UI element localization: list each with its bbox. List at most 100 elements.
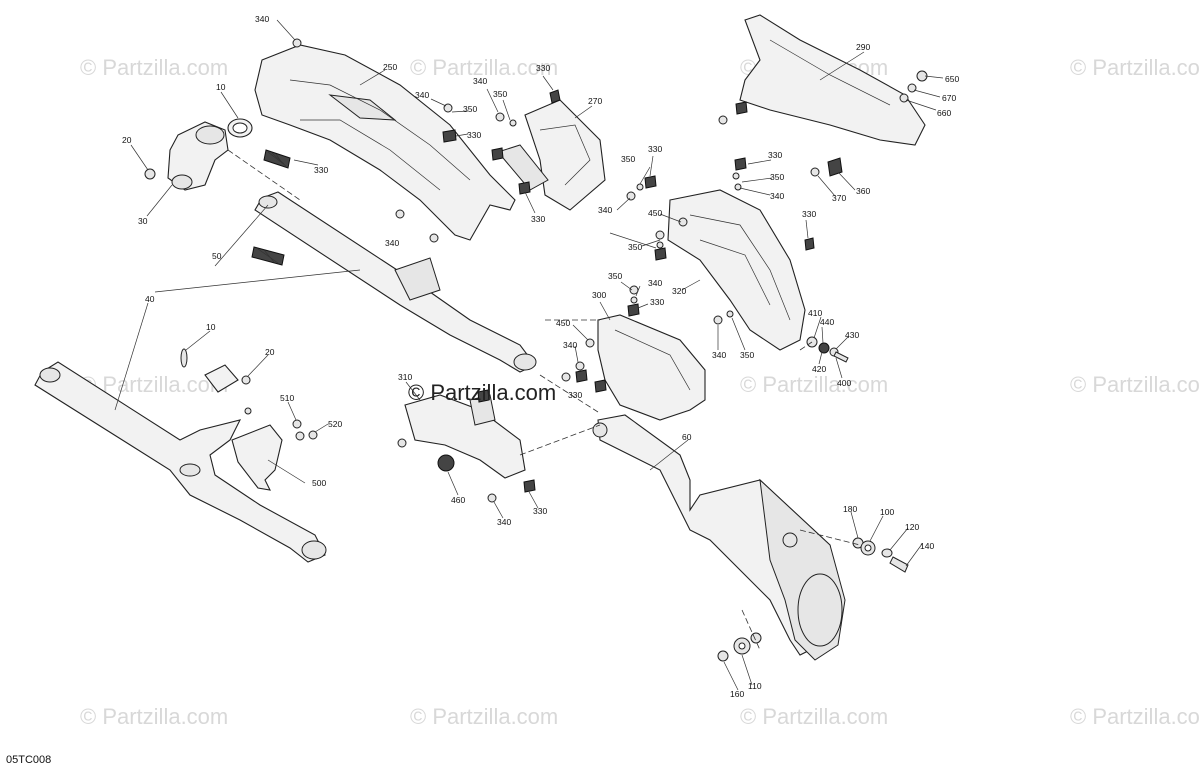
- bracket-500[interactable]: [231, 424, 283, 491]
- pipe-40-upper[interactable]: [254, 191, 537, 373]
- grommet-440[interactable]: [818, 342, 830, 354]
- callout-50: 50: [212, 251, 222, 261]
- callout-330: 330: [768, 150, 782, 160]
- callout-360: 360: [856, 186, 870, 196]
- callout-350: 350: [740, 350, 754, 360]
- heat-shield-320[interactable]: [667, 189, 806, 351]
- center-watermark: © Partzilla.com: [408, 380, 557, 405]
- callout-660: 660: [937, 108, 951, 118]
- callout-270: 270: [588, 96, 602, 106]
- callout-370: 370: [832, 193, 846, 203]
- assembly-line: [799, 529, 861, 546]
- washer-160[interactable]: [717, 650, 729, 662]
- callout-340: 340: [497, 517, 511, 527]
- callout-340: 340: [473, 76, 487, 86]
- callout-670: 670: [942, 93, 956, 103]
- callout-20: 20: [265, 347, 275, 357]
- callout-460: 460: [451, 495, 465, 505]
- callout-140: 140: [920, 541, 934, 551]
- callout-340: 340: [415, 90, 429, 100]
- callout-290: 290: [856, 42, 870, 52]
- assembly-line: [741, 609, 761, 651]
- callout-160: 160: [730, 689, 744, 699]
- fasteners[interactable]: [292, 38, 815, 503]
- callout-500: 500: [312, 478, 326, 488]
- spring-50-top[interactable]: [263, 149, 291, 169]
- heat-shield-300[interactable]: [597, 314, 706, 421]
- bolt-370[interactable]: [810, 167, 820, 177]
- washer-670[interactable]: [907, 83, 917, 93]
- watermark: © Partzilla.com: [80, 704, 229, 729]
- gasket-10-lower[interactable]: [180, 348, 188, 368]
- callout-30: 30: [138, 216, 148, 226]
- callout-330: 330: [802, 209, 816, 219]
- pipe-40-lower[interactable]: [34, 361, 327, 563]
- callout-340: 340: [563, 340, 577, 350]
- callout-300: 300: [592, 290, 606, 300]
- nut-20-top[interactable]: [144, 168, 156, 180]
- grommet-460[interactable]: [437, 454, 455, 472]
- callout-450: 450: [648, 208, 662, 218]
- nut-20-lower[interactable]: [241, 375, 252, 415]
- callout-420: 420: [812, 364, 826, 374]
- callout-250: 250: [383, 62, 397, 72]
- heat-shield-270[interactable]: [524, 99, 606, 211]
- callout-330: 330: [568, 390, 582, 400]
- watermark: © Partzilla.com: [1070, 704, 1200, 729]
- callout-410: 410: [808, 308, 822, 318]
- callout-120: 120: [905, 522, 919, 532]
- diagram-code: 05TC008: [6, 754, 52, 766]
- flange-lower[interactable]: [204, 364, 239, 393]
- bolt-140[interactable]: [889, 556, 909, 573]
- washer-100[interactable]: [860, 540, 876, 556]
- callout-340: 340: [648, 278, 662, 288]
- heat-shield-250[interactable]: [254, 44, 516, 241]
- callout-510: 510: [280, 393, 294, 403]
- callout-320: 320: [672, 286, 686, 296]
- assembly-line: [539, 374, 599, 413]
- callout-310: 310: [398, 372, 412, 382]
- gasket-10-top[interactable]: [227, 118, 253, 138]
- bolt-430[interactable]: [829, 347, 849, 363]
- callout-20: 20: [122, 135, 132, 145]
- callout-340: 340: [385, 238, 399, 248]
- callout-350: 350: [621, 154, 635, 164]
- callout-330: 330: [314, 165, 328, 175]
- callout-340: 340: [598, 205, 612, 215]
- callout-340: 340: [712, 350, 726, 360]
- nut-520[interactable]: [308, 430, 318, 440]
- callout-520: 520: [328, 419, 342, 429]
- callout-110: 110: [748, 681, 762, 691]
- callout-100: 100: [880, 507, 894, 517]
- assembly-line: [227, 149, 301, 201]
- callout-350: 350: [770, 172, 784, 182]
- callout-330: 330: [467, 130, 481, 140]
- leader-lines: [114, 19, 944, 691]
- elbow-30[interactable]: [167, 121, 229, 191]
- watermark: © Partzilla.com: [740, 704, 889, 729]
- callout-180: 180: [843, 504, 857, 514]
- clip-360[interactable]: [827, 157, 843, 177]
- callout-330: 330: [533, 506, 547, 516]
- callout-350: 350: [463, 104, 477, 114]
- bracket-270-flange[interactable]: [497, 144, 549, 191]
- callout-440: 440: [820, 317, 834, 327]
- bracket-310[interactable]: [404, 394, 526, 479]
- callout-350: 350: [628, 242, 642, 252]
- heat-shield-290[interactable]: [739, 14, 926, 146]
- spring-50-bottom[interactable]: [251, 246, 285, 266]
- callout-330: 330: [536, 63, 550, 73]
- muffler-60[interactable]: [592, 414, 846, 661]
- callout-430: 430: [845, 330, 859, 340]
- bolt-510[interactable]: [292, 419, 305, 441]
- callout-450: 450: [556, 318, 570, 328]
- watermark: © Partzilla.com: [410, 704, 559, 729]
- watermark: © Partzilla.com: [1070, 372, 1200, 397]
- washer-660[interactable]: [899, 93, 909, 103]
- spacer-120[interactable]: [881, 548, 893, 558]
- callout-340: 340: [255, 14, 269, 24]
- watermark: © Partzilla.com: [1070, 55, 1200, 80]
- callout-330: 330: [650, 297, 664, 307]
- watermark: © Partzilla.com: [740, 372, 889, 397]
